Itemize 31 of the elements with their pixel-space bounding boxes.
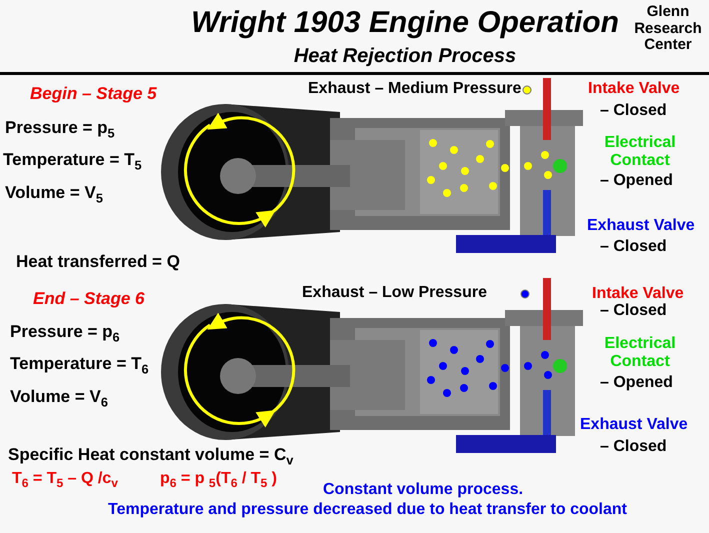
state-label: – Opened bbox=[600, 374, 673, 392]
contact-label: Electrical Contact bbox=[603, 134, 677, 170]
state-variable: Pressure = p$_{5}$ bbox=[5, 119, 115, 140]
center-name: Glenn Research Center bbox=[633, 4, 703, 54]
state-variable: Temperature = T$_{5}$ bbox=[3, 151, 142, 172]
state-variable: Temperature = T$_{6}$ bbox=[10, 355, 149, 376]
state-label: – Closed bbox=[600, 302, 667, 320]
equation: p$_{6}$ = p $_{5}$(T$_{6}$ / T$_{5}$ ) bbox=[160, 470, 277, 490]
legend-label: Exhaust – Medium Pressure bbox=[308, 80, 522, 98]
valve-label: Exhaust Valve bbox=[587, 217, 695, 235]
stage-heading: End – Stage 6 bbox=[33, 290, 144, 309]
stage-heading: Begin – Stage 5 bbox=[30, 85, 157, 104]
state-label: – Closed bbox=[600, 438, 667, 456]
legend-label: Exhaust – Low Pressure bbox=[302, 284, 487, 302]
specific-heat-label: Specific Heat constant volume = C$_{v}$ bbox=[8, 446, 294, 468]
state-label: – Opened bbox=[600, 172, 673, 190]
heat-label: Heat transferred = Q bbox=[16, 253, 180, 272]
subtitle: Heat Rejection Process bbox=[294, 45, 516, 67]
contact-label: Electrical Contact bbox=[603, 335, 677, 370]
state-variable: Volume = V$_{6}$ bbox=[10, 388, 108, 410]
equation: T$_{6}$ = T$_{5}$ – Q /c$_{v}$ bbox=[12, 470, 118, 490]
note: Constant volume process. bbox=[323, 481, 524, 499]
note: Temperature and pressure decreased due to heat transfer to coolant bbox=[108, 501, 627, 519]
state-label: – Closed bbox=[600, 102, 667, 120]
title: Wright 1903 Engine Operation bbox=[191, 6, 619, 39]
state-variable: Pressure = p$_{6}$ bbox=[10, 323, 120, 344]
state-label: – Closed bbox=[600, 238, 667, 256]
valve-label: Intake Valve bbox=[592, 285, 684, 303]
state-variable: Volume = V$_{5}$ bbox=[5, 184, 103, 206]
valve-label: Intake Valve bbox=[588, 80, 680, 98]
valve-label: Exhaust Valve bbox=[580, 416, 688, 434]
